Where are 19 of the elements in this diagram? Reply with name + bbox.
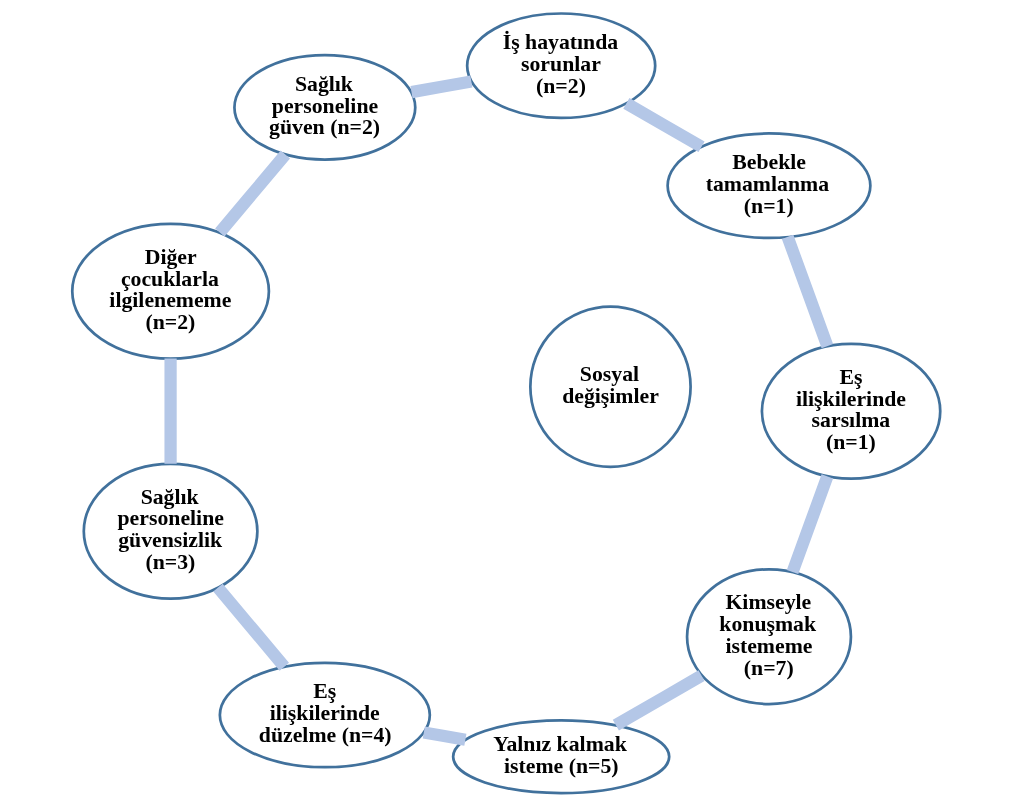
connector [622,98,705,153]
connector [214,150,290,237]
connector [786,474,833,575]
node-circle: Sosyal değişimler [528,305,692,469]
node-ellipse: Sağlık personeline güvensizlik (n=3) [81,462,259,600]
connector [781,234,833,349]
connector [163,358,177,464]
node-ellipse: Yalnız kalmak isteme (n=5) [451,718,671,795]
node-ellipse: Kimseyle konuşmak istememe (n=7) [685,568,852,706]
node-ellipse: Sağlık personeline güven (n=2) [232,53,417,161]
node-ellipse: Eş ilişkilerinde düzelme (n=4) [218,661,431,769]
node-ellipse: Bebekle tamamlanma (n=1) [665,132,872,240]
connector [612,670,705,731]
connector [422,726,466,746]
connector [409,75,472,99]
node-ellipse: Diğer çocuklarla ilgilenememe (n=2) [70,222,270,360]
connector [212,583,289,671]
node-ellipse: Eş ilişkilerinde sarsılma (n=1) [760,342,942,480]
node-ellipse: İş hayatında sorunlar (n=2) [465,12,657,120]
